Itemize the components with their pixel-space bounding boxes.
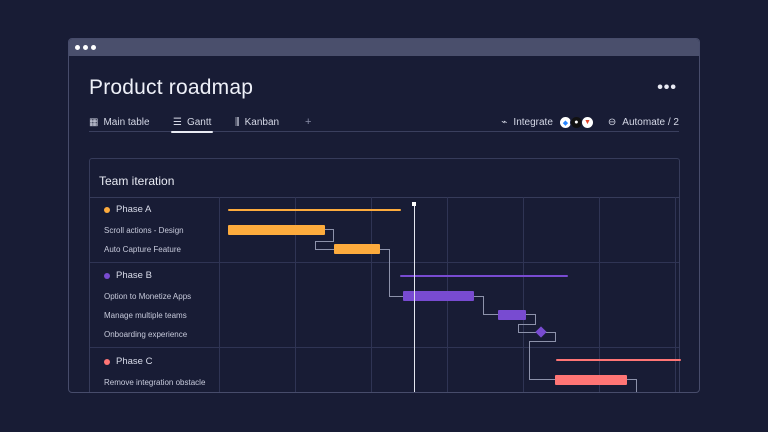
dependency-line — [627, 379, 637, 392]
divider — [90, 197, 679, 198]
task-bar-manage-teams[interactable] — [498, 310, 526, 320]
gantt-panel: Team iteration Phase A Scroll actions - … — [89, 158, 681, 392]
task-label[interactable]: Remove integration obstacle — [104, 378, 206, 387]
dependency-line — [526, 314, 536, 325]
phase-b-color-dot — [104, 272, 110, 279]
tab-label: Gantt — [186, 117, 212, 128]
task-label[interactable]: Onboarding experience — [104, 330, 188, 339]
window-control-dot[interactable] — [91, 45, 96, 50]
add-view-button[interactable]: + — [305, 116, 312, 128]
grid-column-line — [371, 197, 372, 392]
group-phase-a[interactable]: Phase A — [104, 204, 151, 215]
dependency-line — [390, 296, 404, 297]
dependency-line — [518, 332, 536, 333]
group-divider — [90, 262, 679, 263]
dependency-line — [315, 241, 334, 250]
task-bar-monetize-apps[interactable] — [403, 291, 474, 301]
gitlab-icon: ▼ — [580, 116, 594, 129]
robot-icon: ⊖ — [607, 117, 617, 128]
phase-a-color-dot — [104, 206, 110, 213]
automate-button[interactable]: Automate / 2 — [622, 117, 679, 128]
phase-c-span — [556, 359, 681, 361]
dependency-line — [529, 379, 555, 380]
tab-label: Main table — [103, 117, 150, 128]
phase-a-span — [228, 209, 401, 211]
phase-b-span — [400, 275, 568, 277]
gantt-icon: ☰ — [173, 117, 182, 128]
group-phase-c[interactable]: Phase C — [104, 356, 152, 367]
task-label[interactable]: Manage multiple teams — [104, 311, 187, 320]
phase-c-color-dot — [104, 358, 110, 365]
today-marker-line — [414, 203, 415, 392]
window-control-dot[interactable] — [75, 45, 80, 50]
grid-column-line — [675, 197, 676, 392]
dependency-line — [484, 314, 498, 315]
grid-column-line — [599, 197, 600, 392]
dependency-line — [474, 296, 484, 315]
group-phase-b[interactable]: Phase B — [104, 270, 152, 281]
dependency-line — [325, 229, 334, 242]
task-bar-remove-obstacle[interactable] — [555, 375, 627, 385]
more-options-icon[interactable]: ••• — [657, 79, 677, 96]
integrate-button[interactable]: Integrate — [513, 117, 553, 128]
task-label[interactable]: Option to Monetize Apps — [104, 292, 192, 301]
table-icon: ▦ — [89, 117, 99, 128]
group-label: Phase A — [116, 204, 152, 215]
dependency-line — [380, 249, 390, 297]
task-label[interactable]: Scroll actions - Design — [104, 226, 184, 235]
app-window: Product roadmap ••• ▦ Main table ☰ Gantt… — [68, 38, 700, 393]
grid-column-line — [295, 197, 296, 392]
task-bar-auto-capture[interactable] — [334, 244, 380, 254]
window-control-dot[interactable] — [83, 45, 88, 50]
plug-icon: ⌁ — [501, 117, 508, 128]
tab-kanban[interactable]: ⫼ Kanban — [235, 114, 279, 131]
task-bar-scroll-actions[interactable] — [228, 225, 325, 235]
grid-column-line — [523, 197, 524, 392]
grid-divider — [219, 197, 220, 392]
tab-main-table[interactable]: ▦ Main table — [89, 114, 150, 131]
group-label: Phase B — [116, 270, 152, 281]
view-tabs: ▦ Main table ☰ Gantt ⫼ Kanban + ⌁ Integr… — [89, 114, 679, 133]
dependency-line — [315, 249, 334, 250]
dependency-line — [518, 324, 536, 333]
today-marker-handle[interactable] — [412, 202, 416, 206]
board-actions: ⌁ Integrate ◆ ● ▼ ⊖ Automate / 2 — [501, 114, 679, 131]
group-label: Phase C — [116, 356, 153, 367]
gantt-title: Team iteration — [99, 174, 175, 188]
group-divider — [90, 347, 679, 348]
kanban-icon: ⫼ — [235, 117, 240, 128]
dependency-line — [529, 341, 556, 380]
page-title: Product roadmap — [89, 76, 254, 99]
milestone-onboarding[interactable] — [535, 326, 547, 338]
integration-logos[interactable]: ◆ ● ▼ — [558, 116, 594, 129]
window-titlebar — [69, 39, 699, 56]
task-label[interactable]: Auto Capture Feature — [104, 245, 181, 254]
tab-label: Kanban — [244, 117, 280, 128]
dependency-line — [546, 332, 556, 342]
tab-gantt[interactable]: ☰ Gantt — [170, 114, 214, 133]
